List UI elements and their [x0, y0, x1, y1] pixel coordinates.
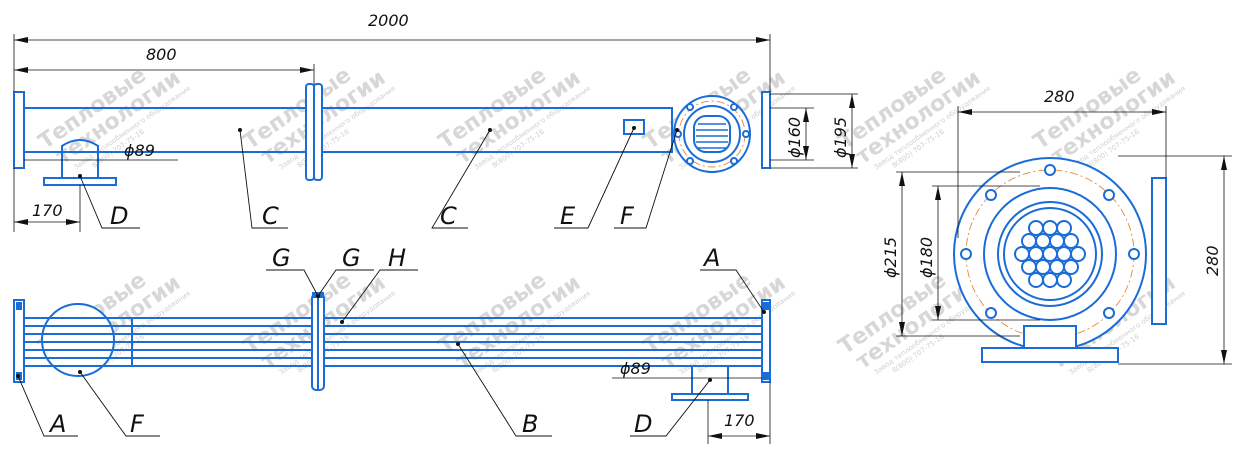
dim-flange-inner-diameter: ϕ160	[785, 117, 804, 158]
bolt	[960, 248, 972, 260]
watermark: Тепловые технологии Завод теплообменного…	[434, 63, 592, 172]
dim-flange-outer-diameter: ϕ195	[831, 117, 850, 158]
end-support-neck	[1023, 325, 1077, 349]
front-view	[13, 292, 771, 401]
dim-overall-length: 2000	[368, 11, 409, 30]
left-end-flange	[13, 91, 25, 169]
bolt	[1128, 248, 1140, 260]
top-view-dimensions: 2000 800 ϕ89 170 ϕ160 ϕ195	[13, 11, 858, 232]
bolt	[1103, 307, 1115, 319]
bolt	[686, 103, 694, 111]
dim-head-inner-diameter: ϕ180	[917, 237, 936, 278]
middle-flange-left	[305, 83, 315, 181]
watermark: Тепловые технологии Завод теплообменного…	[434, 268, 592, 377]
bolt	[985, 189, 997, 201]
dim-nozzle-diameter-front: ϕ89	[620, 359, 651, 378]
label-f-front: F	[130, 410, 145, 438]
watermark: Тепловые технологии Завод теплообменного…	[34, 63, 192, 172]
end-side-flange	[1151, 177, 1167, 325]
front-view-callouts: G G H A A F B D	[16, 244, 766, 438]
label-a-left: A	[48, 410, 66, 438]
label-c-left: C	[262, 202, 279, 230]
dim-nozzle-offset-top: 170	[32, 201, 63, 220]
label-a-right: A	[702, 244, 720, 272]
right-end-flange-front	[761, 299, 771, 383]
label-e: E	[560, 202, 576, 230]
right-end-flange	[761, 91, 771, 169]
left-end-flange-front	[13, 299, 25, 383]
nozzle-d-dome	[61, 139, 99, 152]
flange-f-inner	[683, 105, 741, 163]
end-view	[953, 157, 1167, 363]
tube-sheet-outer	[997, 201, 1103, 307]
dim-flange-offset: 800	[146, 45, 177, 64]
end-head-outer	[953, 157, 1147, 351]
end-support-base	[981, 347, 1119, 363]
label-g-right: G	[342, 244, 361, 272]
label-b: B	[522, 410, 538, 438]
watermark: Тепловые технологии Завод теплообменного…	[639, 268, 797, 377]
bolt	[1103, 189, 1115, 201]
tube-bundle-end	[693, 115, 731, 153]
middle-flange-right	[313, 83, 323, 181]
watermark: Тепловые технологии Завод теплообменного…	[834, 63, 992, 172]
label-g-left: G	[272, 244, 291, 272]
nozzle-e	[623, 119, 645, 135]
flange-f-outer	[673, 95, 751, 173]
dim-head-outer-diameter: ϕ215	[881, 237, 900, 278]
bolt	[730, 157, 738, 165]
tube-sheet-inner	[1003, 207, 1097, 301]
bolt	[742, 130, 750, 138]
bolt	[686, 157, 694, 165]
dim-end-height: 280	[1203, 245, 1222, 276]
label-d-top: D	[110, 202, 128, 230]
dim-nozzle-diameter-top: ϕ89	[124, 141, 155, 160]
end-view-dimensions: 280 280 ϕ215 ϕ180	[881, 87, 1232, 365]
label-c-right: C	[440, 202, 457, 230]
top-view-callouts: D C C E F	[78, 126, 679, 230]
end-head-inner	[983, 187, 1117, 321]
label-h: H	[388, 244, 406, 272]
bolt	[1044, 164, 1056, 176]
dim-end-width: 280	[1044, 87, 1075, 106]
shell-right-section	[321, 107, 673, 153]
label-f-top: F	[620, 202, 635, 230]
front-view-dimensions: ϕ89 170	[612, 359, 771, 444]
tube-bundle	[1014, 220, 1086, 288]
label-d-front: D	[634, 410, 652, 438]
nozzle-d-front-flange	[671, 393, 749, 401]
bolt	[730, 103, 738, 111]
dim-nozzle-offset-front: 170	[724, 411, 755, 430]
bolt	[985, 307, 997, 319]
nozzle-d-flange	[43, 177, 117, 186]
top-view	[13, 83, 771, 186]
